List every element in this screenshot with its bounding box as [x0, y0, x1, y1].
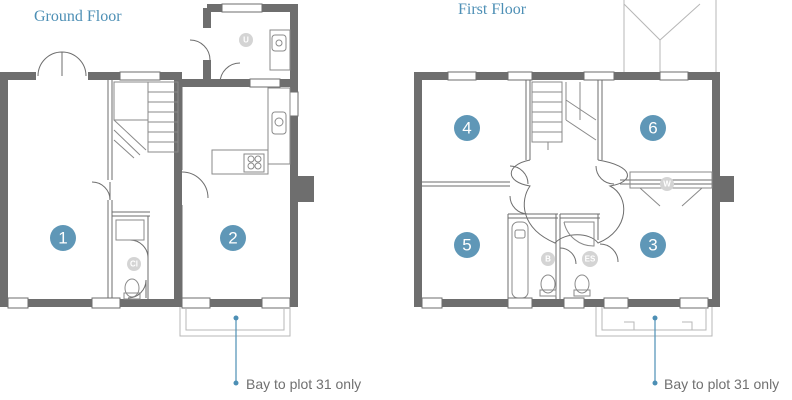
cloakroom-badge — [127, 257, 141, 271]
wall-bed4-landing — [525, 80, 531, 160]
wardrobe-tag: W — [663, 180, 671, 189]
bathroom-badge — [541, 252, 555, 266]
window-bed3-b — [679, 297, 709, 309]
room-number-5: 5 — [462, 236, 471, 255]
ground-right-block-walls — [178, 79, 298, 307]
window-front-left-b — [7, 297, 29, 309]
room-number-3: 3 — [648, 236, 657, 255]
window-bed5 — [421, 297, 443, 309]
ground-staircase — [113, 81, 179, 159]
cloakroom-door — [129, 239, 149, 259]
roof-outline — [623, 0, 717, 74]
room-badge-3 — [640, 232, 666, 258]
ground-bay-leader-dot-bottom — [233, 380, 239, 386]
landing-outline — [510, 159, 628, 244]
first-floor-title: First Floor — [458, 1, 527, 18]
kitchen-door — [181, 171, 209, 199]
window-front-left — [91, 297, 121, 309]
room-number-4: 4 — [462, 119, 471, 138]
window-bathroom — [507, 297, 533, 309]
french-doors — [36, 51, 88, 80]
window-rear-hall — [119, 71, 161, 81]
utility-fittings — [269, 29, 291, 71]
front-door — [127, 279, 147, 299]
hall-wall-left-lower — [107, 200, 113, 300]
window-landing-a — [507, 71, 533, 81]
window-ensuite — [563, 297, 585, 309]
window-landing-b — [583, 71, 615, 81]
first-bay-leader-dot-bottom — [652, 380, 658, 386]
ensuite-tag: ES — [585, 255, 596, 264]
ensuite-badge — [582, 251, 598, 267]
room-badge-6 — [640, 115, 666, 141]
window-bed3-a — [603, 297, 629, 309]
utility-badge — [239, 33, 253, 47]
bed3-door — [599, 243, 619, 263]
wall-bed4-bed5 — [422, 181, 510, 187]
ensuite-fittings — [563, 221, 595, 297]
bathroom-ensuite-walls — [507, 213, 600, 300]
ground-floor-plan: Ground Floor — [0, 3, 361, 392]
window-side-kitchen — [289, 91, 299, 117]
first-bay-outline — [595, 307, 713, 337]
window-bed4 — [447, 71, 477, 81]
lounge-door — [91, 181, 111, 201]
first-chimney-breast — [716, 176, 734, 202]
bed4-door — [509, 165, 529, 185]
ground-bay-leader-dot-top — [233, 315, 239, 321]
utility-tag: U — [243, 36, 249, 45]
first-floor-outer-walls — [414, 72, 720, 307]
room-badge-4 — [454, 115, 480, 141]
room-badge-1 — [50, 225, 76, 251]
first-staircase — [531, 81, 597, 150]
wall-landing-bed6 — [597, 80, 603, 160]
first-bay-note: Bay to plot 31 only — [664, 376, 779, 392]
first-floor-plan: First Floor — [414, 0, 779, 392]
bathroom-tag: B — [545, 255, 551, 264]
window-front-right-b — [261, 297, 291, 309]
bed6-door — [595, 165, 615, 185]
utility-door — [189, 39, 211, 61]
room-number-6: 6 — [648, 119, 657, 138]
ground-floor-title: Ground Floor — [34, 8, 122, 25]
cloakroom-fittings — [115, 219, 145, 300]
wardrobe-badge — [660, 177, 674, 191]
room-badge-2 — [220, 225, 246, 251]
cloakroom-tag: Cl — [130, 260, 138, 269]
ground-bay-note: Bay to plot 31 only — [246, 376, 361, 392]
bed5-door — [509, 195, 529, 215]
first-bay-leader-dot-top — [652, 315, 658, 321]
window-front-right-a — [181, 297, 211, 309]
room-number-1: 1 — [58, 229, 67, 248]
chimney-breast — [294, 176, 314, 202]
window-bed6 — [659, 71, 689, 81]
ground-bay-outline — [179, 307, 291, 337]
utility-inner-door — [219, 62, 241, 84]
window-utility — [221, 3, 263, 13]
kitchen-units — [211, 87, 291, 175]
window-rear-kitchen — [249, 78, 281, 88]
room-badge-5 — [454, 232, 480, 258]
ensuite-door — [559, 247, 577, 265]
ground-left-block-walls — [0, 72, 182, 307]
hall-wall-left — [107, 80, 113, 180]
room-number-2: 2 — [228, 229, 237, 248]
